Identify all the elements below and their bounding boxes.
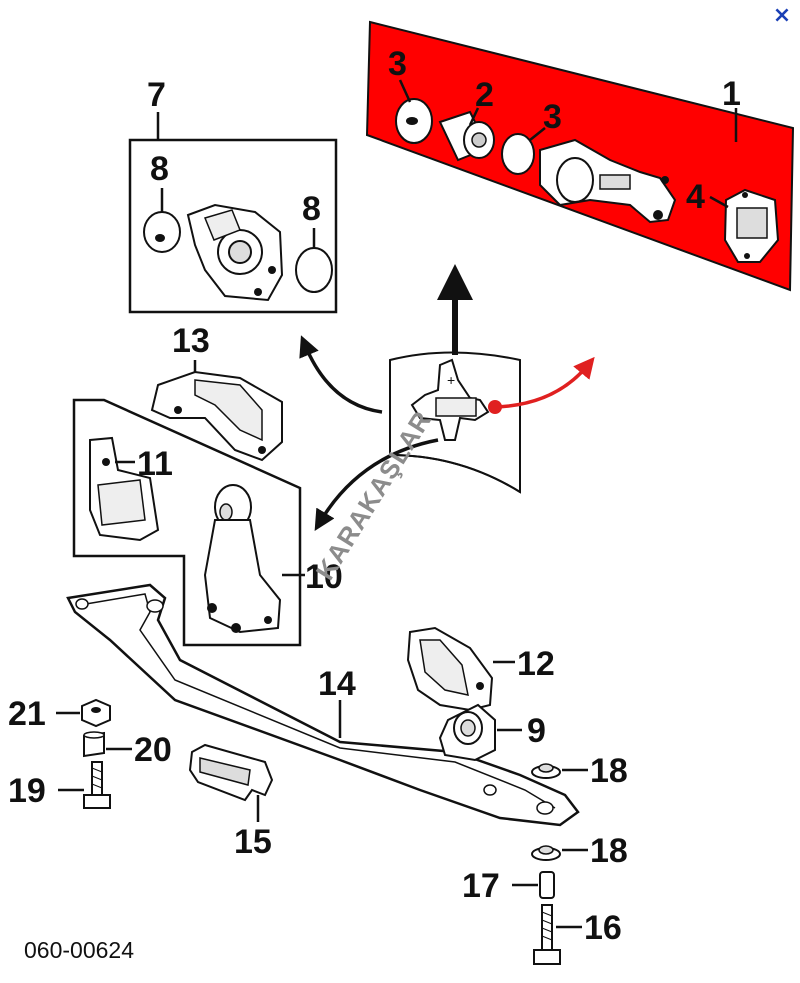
callout-12: 12 — [517, 645, 555, 683]
part-3-washer-right — [501, 133, 535, 175]
callout-3-left: 3 — [388, 45, 407, 83]
center-view-part: + — [410, 358, 490, 441]
callout-19: 19 — [8, 772, 46, 810]
part-17-collar — [539, 871, 555, 899]
callout-9: 9 — [527, 712, 546, 750]
part-7-group[interactable]: 7 8 8 — [128, 76, 338, 314]
part-7-mount — [186, 203, 284, 302]
center-detail-view[interactable]: + — [299, 264, 595, 532]
callout-2: 2 — [475, 76, 494, 114]
part-1-mount — [539, 138, 677, 224]
fastener-16-group[interactable]: 16 — [533, 904, 622, 965]
callout-17: 17 — [462, 867, 500, 905]
callout-11: 11 — [137, 445, 173, 483]
highlighted-mount-group[interactable]: 3 2 3 1 4 — [365, 20, 795, 292]
svg-text:+: + — [447, 372, 455, 388]
part-16-bolt-head — [533, 949, 561, 965]
red-marker-icon — [488, 400, 502, 414]
part-8-washer-left — [143, 211, 181, 253]
part-16-bolt-shank — [541, 904, 553, 951]
callout-3-right: 3 — [543, 98, 562, 136]
part-19-bolt-head — [83, 794, 111, 809]
fastener-19-group[interactable]: 19 — [8, 761, 111, 810]
part-9-mount-group[interactable]: 9 — [438, 703, 546, 762]
callout-20: 20 — [134, 731, 172, 769]
callout-15: 15 — [234, 823, 272, 861]
leader-2 — [468, 107, 480, 126]
callout-1: 1 — [722, 75, 741, 113]
callout-4: 4 — [686, 178, 705, 216]
callout-14: 14 — [318, 665, 356, 703]
callout-8-left: 8 — [150, 150, 169, 188]
callout-10: 10 — [305, 558, 343, 596]
fastener-18-upper-group[interactable]: 18 — [531, 752, 628, 790]
fastener-18-lower-group[interactable]: 18 — [531, 832, 628, 870]
leader-3b — [529, 127, 546, 141]
callout-8-right: 8 — [302, 190, 321, 228]
arrow-to-13-icon — [299, 335, 383, 414]
reference-code: 060-00624 — [24, 937, 134, 963]
part-2-bushing — [438, 110, 495, 162]
leader-4 — [709, 195, 729, 209]
part-12-bracket-group[interactable]: 12 — [406, 626, 555, 712]
leader-3a — [398, 79, 412, 103]
fastener-17-group[interactable]: 17 — [462, 867, 555, 905]
part-13-bracket — [150, 370, 283, 462]
part-11-bracket — [89, 436, 160, 542]
red-arrow-icon — [494, 356, 595, 409]
fastener-21-group[interactable]: 21 — [8, 695, 111, 733]
arrow-to-10-icon — [314, 438, 439, 532]
part-14-crossmember[interactable]: 14 — [66, 583, 580, 827]
part-15-bracket-group[interactable]: 15 — [188, 743, 274, 861]
part-10-mount — [203, 484, 282, 634]
callout-21: 21 — [8, 695, 46, 733]
fastener-20-group[interactable]: 20 — [83, 731, 172, 769]
part-13-group[interactable]: 13 — [150, 322, 283, 462]
part-10-11-group[interactable]: 11 10 — [72, 398, 343, 647]
callout-16: 16 — [584, 909, 622, 947]
crossmember-body — [66, 583, 580, 827]
callout-18-lower: 18 — [590, 832, 628, 870]
part-4-mount — [723, 188, 780, 263]
close-icon[interactable]: × — [772, 3, 792, 28]
callout-7: 7 — [147, 76, 166, 114]
washer-hole — [406, 117, 418, 125]
callout-13: 13 — [172, 322, 210, 360]
callout-18-upper: 18 — [590, 752, 628, 790]
part-8-washer-right — [295, 247, 333, 293]
watermark: KARAKAŞLAR — [310, 405, 438, 585]
